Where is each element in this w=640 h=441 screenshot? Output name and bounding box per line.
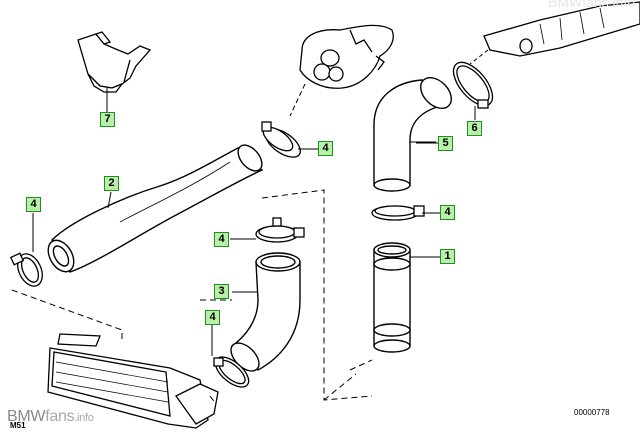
- leader-manifold: [469, 49, 489, 65]
- leader-lines: [32, 142, 440, 356]
- straight-pipe-part: [373, 242, 411, 353]
- callout-part-4-right: 4: [440, 205, 455, 220]
- elbow-pipe-part: [373, 77, 452, 192]
- elbow-hose-part: [230, 252, 301, 372]
- diagram-number: 00000778: [574, 408, 610, 417]
- watermark-fans: fans: [45, 408, 75, 425]
- clamp-center-part: [255, 217, 305, 243]
- clamp-lower-part: [213, 356, 250, 388]
- watermark-logo: BMWfans.info: [7, 408, 94, 426]
- clamp-large-part: [452, 61, 494, 109]
- callout-part-3: 3: [214, 284, 229, 299]
- reference-code: M51: [10, 421, 26, 430]
- watermark-top: BMWfans.info: [548, 0, 636, 10]
- clamp-left-part: [9, 252, 43, 287]
- callout-part-4-lower: 4: [205, 310, 220, 325]
- watermark-bmw: BMW: [7, 408, 46, 425]
- intercooler-part: [47, 333, 219, 429]
- turbo-housing-part: [299, 24, 394, 89]
- callout-part-4-upper: 4: [318, 141, 333, 156]
- bracket-part: [77, 31, 152, 93]
- callout-part-5: 5: [438, 136, 453, 151]
- dashed-guides: [11, 189, 373, 405]
- intake-hose-part: [47, 144, 264, 273]
- callout-part-7: 7: [100, 112, 115, 127]
- callout-part-1: 1: [440, 249, 455, 264]
- callout-part-4-left: 4: [26, 197, 41, 212]
- clamp-upper-part: [261, 121, 302, 158]
- watermark-info: .info: [74, 412, 94, 424]
- callout-part-4-center: 4: [214, 232, 229, 247]
- manifold-part: [483, 1, 640, 57]
- leader-turbo: [289, 83, 306, 117]
- clamp-right-part: [371, 205, 425, 221]
- callout-part-6: 6: [467, 121, 482, 136]
- callout-part-2: 2: [104, 176, 119, 191]
